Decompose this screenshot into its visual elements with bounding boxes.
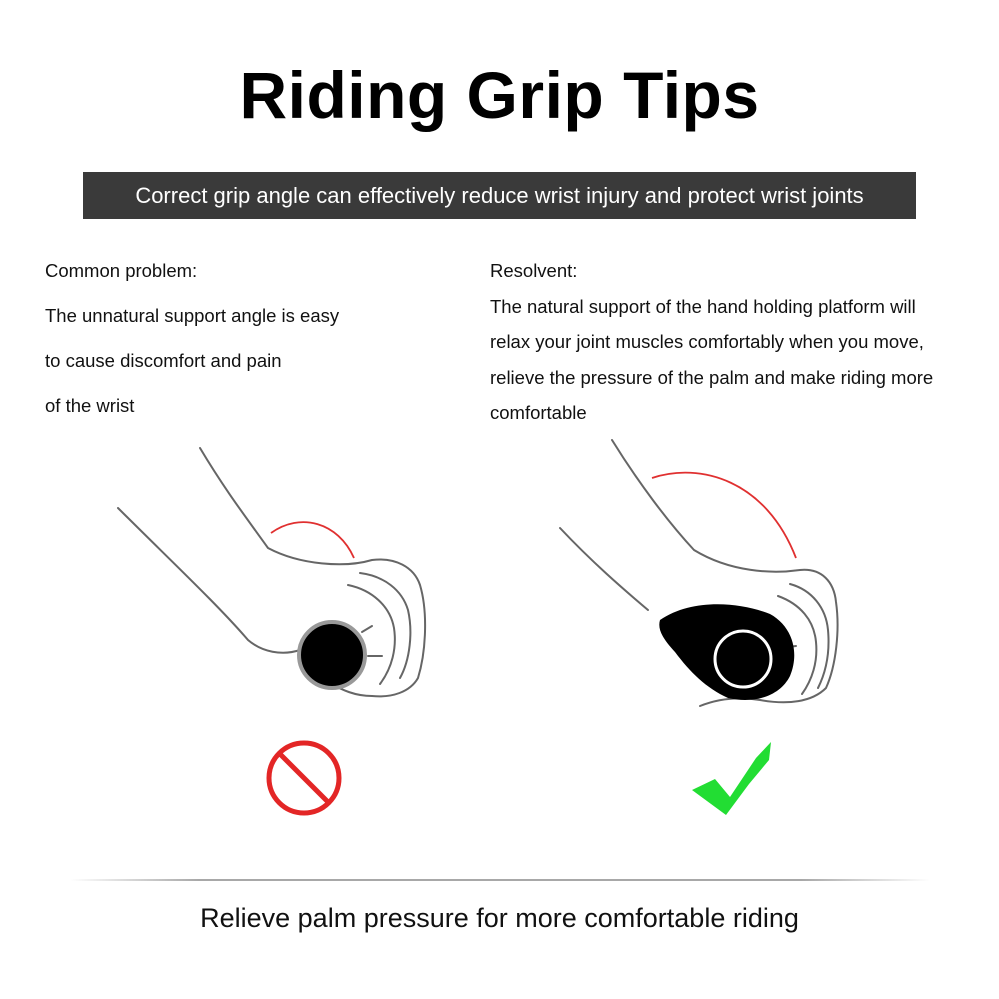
- wrist-angle-arc: [651, 471, 797, 559]
- resolvent-line: The natural support of the hand holding …: [490, 295, 916, 317]
- footer-caption: Relieve palm pressure for more comfortab…: [200, 903, 799, 933]
- resolvent-heading: Resolvent:: [490, 260, 578, 281]
- prohibited-icon: [266, 740, 342, 816]
- round-grip-icon: [297, 620, 367, 690]
- grip-end-circle-icon: [713, 629, 773, 689]
- common-problem-heading: Common problem:: [45, 260, 198, 281]
- common-problem-text: Common problem: The unnatural support an…: [45, 258, 465, 438]
- divider-line: [70, 879, 930, 881]
- wrong-grip-hand-illustration: [117, 447, 427, 698]
- common-problem-line: to cause discomfort and pain: [45, 350, 282, 371]
- page-title: Riding Grip Tips: [239, 58, 760, 132]
- resolvent-line: comfortable: [490, 402, 587, 423]
- resolvent-line: relax your joint muscles comfortably whe…: [490, 331, 924, 352]
- resolvent-line: relieve the pressure of the palm and mak…: [490, 366, 934, 388]
- wrist-angle-arc: [270, 521, 355, 559]
- subtitle-banner: Correct grip angle can effectively reduc…: [83, 172, 916, 219]
- check-mark-icon: [692, 742, 771, 815]
- common-problem-line: The unnatural support angle is easy: [45, 305, 340, 326]
- common-problem-line: of the wrist: [45, 395, 135, 416]
- resolvent-text: Resolvent: The natural support of the ha…: [490, 258, 990, 436]
